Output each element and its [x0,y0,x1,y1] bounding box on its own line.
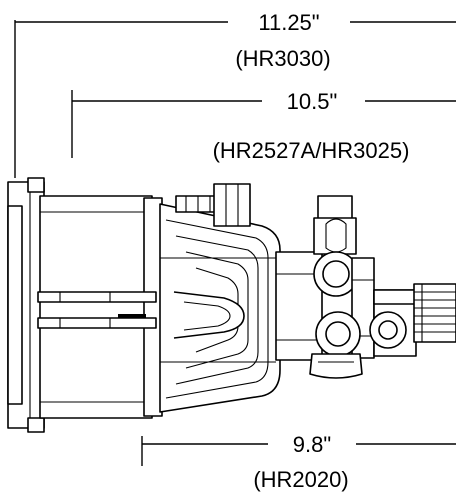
dimension-hr2020: 9.8" (HR2020) [141,432,456,492]
dimension-model-hr3025: (HR2527A/HR3025) [213,138,410,163]
threaded-nozzle [413,283,456,343]
manifold-block [275,195,375,379]
dimension-hr3030: 11.25" (HR3030) [14,10,456,178]
crankcase-body [37,195,163,419]
dimension-value-hr2020: 9.8" [293,432,331,457]
dimension-value-hr3025: 10.5" [287,89,338,114]
flange-plate [7,177,45,433]
dimension-model-hr2020: (HR2020) [253,467,348,492]
pump-illustration [7,177,456,433]
dimension-hr2527a-hr3025: 10.5" (HR2527A/HR3025) [71,89,456,163]
dimension-value-hr3030: 11.25" [258,10,319,35]
upper-port-fitting [213,183,251,227]
dimension-model-hr3030: (HR3030) [235,46,330,71]
ribbed-housing [159,195,281,413]
outlet-fitting [369,289,417,357]
